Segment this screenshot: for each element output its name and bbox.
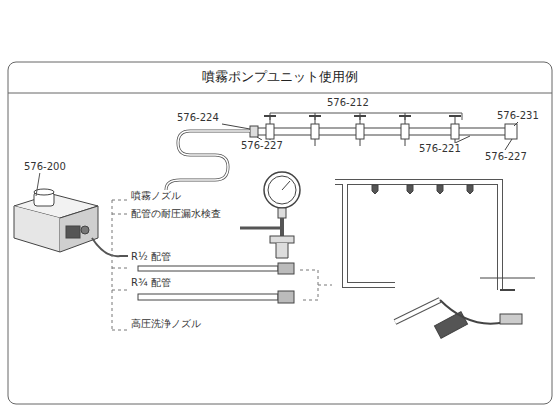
callout-number: 576-227 xyxy=(484,151,528,163)
part-label: R¾ 配管 xyxy=(130,277,172,289)
part-label: 高圧洗浄ノズル xyxy=(130,318,202,330)
valve-outlet xyxy=(315,139,316,146)
callout-number: 576-227 xyxy=(240,140,284,152)
valve-group xyxy=(264,116,461,146)
valve-handle xyxy=(449,115,461,117)
callout-number: 576-224 xyxy=(176,112,220,124)
valve-body xyxy=(356,124,364,139)
valve-handle xyxy=(309,115,321,117)
valve-body xyxy=(451,124,459,139)
valve-body xyxy=(401,124,409,139)
valve-handle xyxy=(264,115,276,117)
valve-outlet xyxy=(405,139,406,146)
spray-nozzle xyxy=(407,185,413,194)
valve-body xyxy=(311,124,319,139)
valve-handle xyxy=(354,115,366,117)
diagram-title: 噴霧ポンプユニット使用例 xyxy=(202,69,358,85)
valve-stem xyxy=(315,116,316,124)
valve-stem xyxy=(455,116,456,124)
part-label: R½ 配管 xyxy=(130,251,172,263)
valve-outlet xyxy=(360,139,361,146)
valve-body xyxy=(266,124,274,139)
spray-nozzle xyxy=(437,185,443,194)
valve-stem xyxy=(360,116,361,124)
part-label: 配管の耐圧漏水検査 xyxy=(130,208,222,220)
valve-stem xyxy=(405,116,406,124)
callout-number: 576-212 xyxy=(326,97,370,109)
part-label: 噴霧ノズル xyxy=(130,190,182,202)
spray-nozzle xyxy=(467,185,473,194)
valve-handle xyxy=(399,115,411,117)
valve-stem xyxy=(270,116,271,124)
callout-number: 576-231 xyxy=(496,110,540,122)
callout-number: 576-221 xyxy=(418,143,462,155)
nozzle-group xyxy=(372,185,473,194)
callout-number: 576-200 xyxy=(23,161,67,173)
spray-nozzle xyxy=(372,185,378,194)
